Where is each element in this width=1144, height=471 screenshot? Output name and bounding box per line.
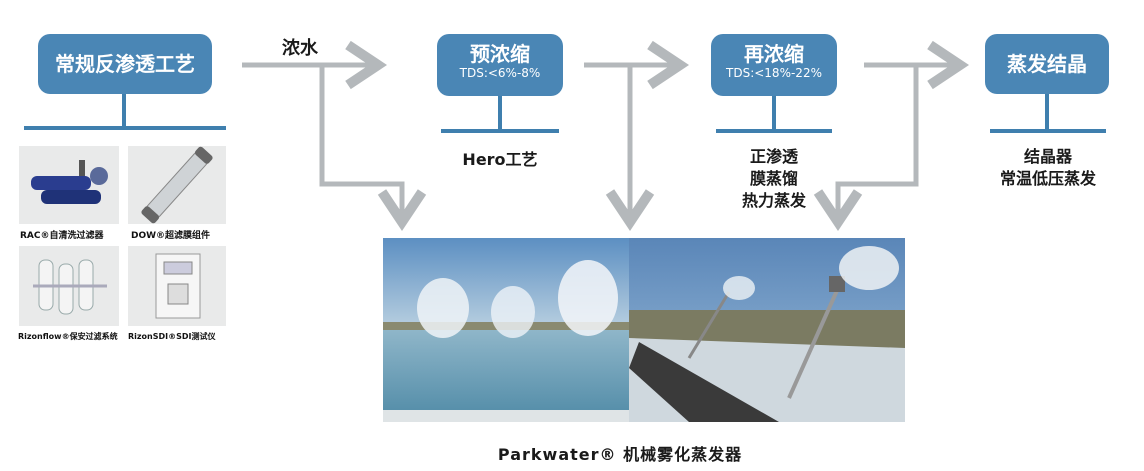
stage-ro-bar	[24, 126, 226, 130]
stage-cryst-stem	[1045, 94, 1049, 130]
bottom-caption: Parkwater® 机械雾化蒸发器	[497, 445, 743, 464]
stage-ro-title: 常规反渗透工艺	[55, 52, 195, 76]
sdi-tester-icon	[155, 253, 201, 319]
stage-re-title: 再浓缩	[744, 42, 804, 66]
stage-cryst-note-lowpressure: 常温低压蒸发	[999, 169, 1096, 188]
stage-pre-bar	[441, 129, 559, 133]
arrow-re-to-photo	[813, 65, 919, 232]
product-thumb-sdi	[128, 246, 226, 326]
stage-cryst-bar	[990, 129, 1106, 133]
product-caption-dow: DOW®超滤膜组件	[131, 231, 211, 241]
stage-re-note-thermal: 热力蒸发	[741, 191, 806, 210]
stage-re-box: 再浓缩 TDS:<18%-22%	[711, 34, 837, 96]
stage-pre-title: 预浓缩	[470, 42, 530, 66]
security-filter-icon	[33, 259, 107, 315]
product-thumb-dow	[128, 146, 226, 224]
stage-cryst-box: 蒸发结晶	[985, 34, 1109, 94]
product-thumb-rac	[19, 146, 119, 224]
stage-pre-note: Hero工艺	[462, 150, 538, 169]
product-caption-rac: RAC®自清洗过滤器	[20, 231, 104, 241]
stage-ro-stem	[122, 94, 126, 128]
stage-cryst-title: 蒸发结晶	[1007, 52, 1087, 76]
rac-filter-icon	[31, 160, 108, 204]
stage-re-stem	[772, 96, 776, 130]
stage-pre-tds: TDS:<6%-8%	[459, 66, 541, 80]
stage-pre-box: 预浓缩 TDS:<6%-8%	[437, 34, 563, 96]
arrow-ro-to-photo	[319, 65, 427, 232]
stage-pre-stem	[498, 96, 502, 130]
stage-re-tds: TDS:<18%-22%	[726, 66, 822, 80]
stage-re-bar	[716, 129, 832, 133]
uf-module-icon	[141, 146, 213, 224]
stage-re-note-md: 膜蒸馏	[749, 169, 798, 188]
evaporator-spray-photo	[629, 238, 905, 422]
flow-label-concentrate: 浓水	[282, 38, 318, 59]
product-caption-sdi: RizonSDI®SDI测试仪	[128, 332, 216, 341]
stage-ro-box: 常规反渗透工艺	[38, 34, 212, 94]
stage-cryst-note-crystallizer: 结晶器	[1023, 147, 1072, 166]
product-thumb-rizonflow	[19, 246, 119, 326]
product-caption-rizonflow: Rizonflow®保安过滤系统	[18, 332, 118, 341]
stage-re-note-fo: 正渗透	[749, 147, 798, 166]
evaporator-pond-photo	[383, 238, 629, 422]
